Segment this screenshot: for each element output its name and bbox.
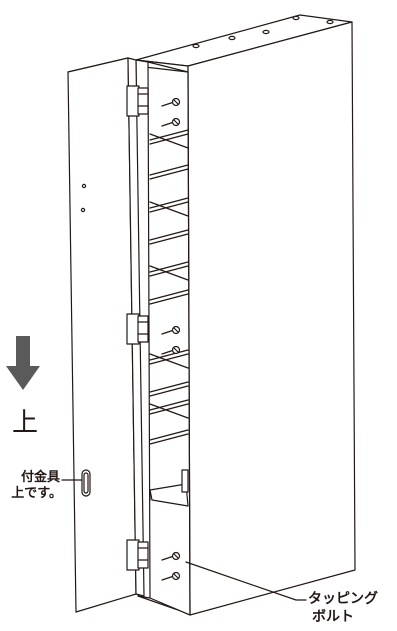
door-slot-icon <box>81 469 91 497</box>
hinge-plate <box>126 313 140 345</box>
screw-icon <box>161 571 181 581</box>
door-face <box>67 57 137 613</box>
shelf-edge <box>149 197 189 209</box>
up-label: 上 <box>12 408 39 438</box>
shelf-edge <box>149 349 189 361</box>
shelf-edge <box>149 399 189 411</box>
shelf-edge <box>149 353 189 365</box>
screw-icon <box>161 97 181 107</box>
screw-label-line2: ボルト <box>312 609 354 625</box>
down-arrow-icon <box>6 336 40 390</box>
shelf-edge <box>149 293 189 305</box>
screw-label-line1: タッピング <box>308 591 378 607</box>
shelf-back-edge <box>149 403 189 419</box>
screw-slot <box>173 119 179 125</box>
shelf-edge <box>149 261 189 273</box>
hinge-plate <box>126 85 140 117</box>
shelf <box>149 197 189 217</box>
screw-icon <box>161 117 181 127</box>
top-hole-icon <box>262 29 270 35</box>
screw-leader-line <box>185 561 307 601</box>
top-hole-icon <box>228 35 236 41</box>
hinge-bracket <box>126 85 181 127</box>
hinge-plate <box>126 539 140 571</box>
screw-icon <box>161 551 181 561</box>
shelf-edge <box>149 403 189 415</box>
shelf-edge <box>149 233 189 245</box>
shelf <box>149 349 189 369</box>
shelf-edge <box>149 429 189 441</box>
screw-slot <box>173 553 179 559</box>
top-hole-icon <box>292 15 300 21</box>
door-hole-icon <box>80 207 86 213</box>
shelf-back-edge <box>149 265 189 281</box>
screw-slot <box>173 99 179 105</box>
cabinet-body <box>135 14 356 616</box>
hinge-plate <box>137 315 149 343</box>
top-hole-icon <box>192 43 200 49</box>
shelf-edge <box>149 265 189 277</box>
shelf <box>149 229 189 245</box>
shelf-back-edge <box>149 201 189 217</box>
hinges <box>126 85 181 581</box>
shelf <box>149 289 189 305</box>
bracket-note-line2: 上です。 <box>11 486 62 501</box>
shelf <box>149 429 189 445</box>
screw-icon <box>161 325 181 335</box>
shelf-edge <box>149 201 189 213</box>
cabinet-inner-edge <box>147 61 191 616</box>
screw-slot <box>173 573 179 579</box>
shelf-edge <box>149 433 189 445</box>
shelf-edge <box>149 133 189 145</box>
screw-slot <box>173 327 179 333</box>
shelf-edge <box>149 168 189 180</box>
shelf <box>149 164 189 180</box>
shelf-edge <box>149 129 189 141</box>
shelf-edge <box>149 289 189 301</box>
hinge-plate <box>137 541 149 569</box>
shelf <box>149 381 189 397</box>
lower-compartment <box>149 469 189 507</box>
shelf <box>149 399 189 419</box>
door-hole-icon <box>81 183 87 189</box>
hinge-plate <box>137 87 149 115</box>
shelf <box>149 261 189 281</box>
screw-slot <box>173 347 179 353</box>
shelf-edge <box>149 385 189 397</box>
bracket-note-line1: 付金具 <box>20 470 60 485</box>
cabinet-side-panel <box>187 21 356 616</box>
shelf-back-edge <box>149 133 189 149</box>
hinge-bracket <box>126 539 181 581</box>
shelf <box>149 129 189 149</box>
shelf-edge <box>149 381 189 393</box>
shelf-edge <box>149 229 189 241</box>
door-slot-inner <box>83 472 89 494</box>
shelves <box>149 129 189 445</box>
hinge-bracket <box>126 313 181 355</box>
shelf-edge <box>149 164 189 176</box>
top-hole-icon <box>326 19 334 25</box>
shelf-back-edge <box>149 353 189 369</box>
screw-icon <box>161 345 181 355</box>
cabinet-bottom-edge <box>137 595 191 616</box>
